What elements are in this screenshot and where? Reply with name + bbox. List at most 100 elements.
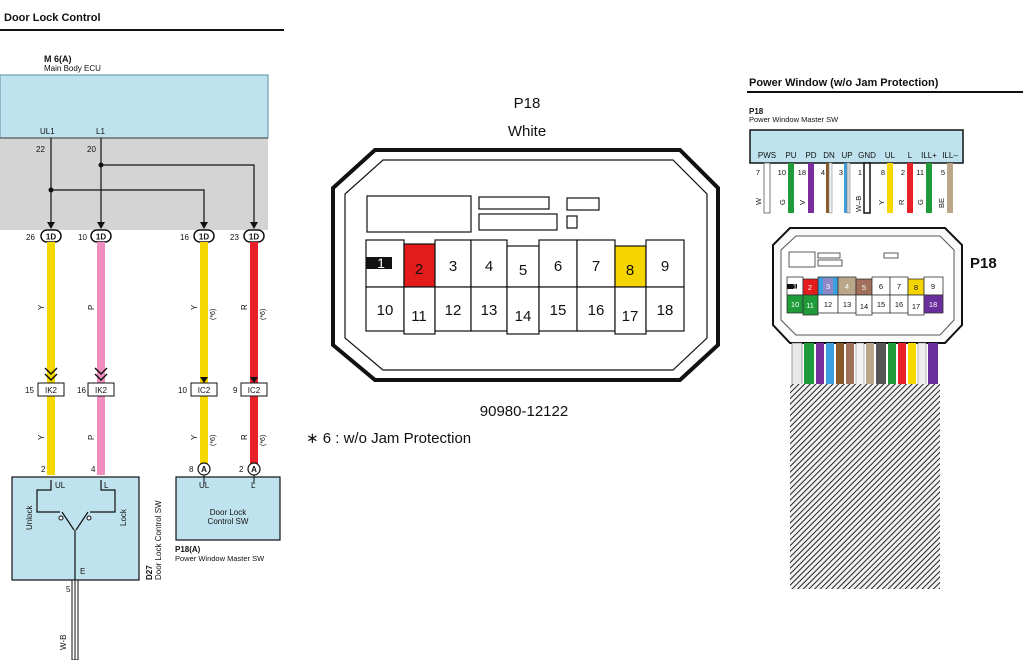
photo-pin-8: 8 (914, 283, 918, 292)
ground-wire-label: W-B (59, 635, 68, 650)
pw-pin-ul: UL (885, 151, 896, 160)
photo-pin-5: 5 (862, 283, 866, 292)
connector-name: P18 (514, 95, 541, 112)
svg-text:4: 4 (821, 168, 825, 177)
pw-wires (763, 162, 953, 214)
pw-name: Power Window Master SW (749, 115, 839, 124)
pw-pin-illp: ILL+ (921, 151, 937, 160)
svg-text:1: 1 (858, 168, 862, 177)
conn-ic2-num-9: 9 (233, 386, 238, 395)
conn-ik2-num-16: 16 (77, 386, 86, 395)
p18a-pin-ul: UL (199, 481, 210, 490)
wire-label-y-3: Y (37, 434, 46, 440)
svg-text:2: 2 (901, 168, 905, 177)
ecu-internal-wiring (50, 138, 255, 228)
pw-wire-colors: W G V W–B Y R G BE (754, 196, 946, 212)
jam-protection-note: ∗ 6 : w/o Jam Protection (306, 430, 471, 447)
pin-9: 9 (661, 258, 669, 275)
photo-pin-3: 3 (826, 282, 830, 291)
ecu-pin-num-20: 20 (87, 145, 96, 154)
svg-text:Y: Y (877, 200, 886, 205)
p18a-pins: A A 8 2 (189, 462, 261, 476)
pw-code: P18 (749, 107, 764, 116)
p18a-inner-line-2: Control SW (208, 517, 249, 526)
photo-pin-16: 16 (895, 300, 903, 309)
photo-pin-13: 13 (843, 300, 851, 309)
connector-color: White (508, 123, 546, 140)
svg-text:V: V (798, 200, 807, 205)
pw-pin-pd: PD (805, 151, 816, 160)
pw-pin-illm: ILL– (942, 151, 958, 160)
conn-1d-num-23: 23 (230, 233, 239, 242)
pin-13: 13 (481, 302, 498, 319)
p18a-pin-l: L (251, 481, 256, 490)
photo-connector-label: P18 (970, 255, 997, 272)
conn-ik2-b: IK2 (95, 386, 108, 395)
pin-8: 8 (626, 262, 634, 279)
door-lock-control-sw-box (11, 476, 140, 581)
conn-ic2-num-10: 10 (178, 386, 187, 395)
photo-pin-1: 1 (793, 282, 797, 291)
a-pin-num-8: 8 (189, 465, 194, 474)
conn-1d-num-10: 10 (78, 233, 87, 242)
wire-label-p-1: P (87, 305, 96, 310)
d27-pin-4: 4 (91, 465, 96, 474)
pin-15: 15 (550, 302, 567, 319)
pw-master-sw-box (749, 129, 964, 164)
photo-pin-14: 14 (860, 302, 868, 311)
ecu-pin-name-l1: L1 (96, 127, 105, 136)
wire-label-r-1: R (240, 304, 249, 310)
d27-pin-2: 2 (41, 465, 46, 474)
svg-text:R: R (897, 199, 906, 205)
colored-wires (47, 242, 258, 475)
d27-name: Door Lock Control SW (154, 500, 163, 580)
wire-label-p-2: P (87, 435, 96, 440)
wire-note-1: (*6) (210, 309, 217, 320)
photo-pin-17: 17 (912, 302, 920, 311)
d27-e-label: E (80, 567, 85, 576)
photo-pin-9: 9 (931, 282, 935, 291)
svg-text:G: G (778, 199, 787, 205)
svg-text:7: 7 (756, 168, 760, 177)
pw-pin-pu: PU (785, 151, 796, 160)
d27-e-pin: 5 (66, 585, 71, 594)
d27-lock-label: Lock (119, 508, 128, 526)
svg-text:W–B: W–B (854, 196, 863, 212)
pw-pin-gnd: GND (858, 151, 876, 160)
svg-text:18: 18 (798, 168, 806, 177)
door-lock-control-panel: Door Lock Control M 6(A) Main Body ECU U… (0, 12, 284, 660)
photo-pin-15: 15 (877, 300, 885, 309)
a-pin-label-1: A (201, 465, 207, 474)
conn-ik2-num-15: 15 (25, 386, 34, 395)
pin-5: 5 (519, 262, 527, 279)
p18a-name: Power Window Master SW (175, 554, 265, 563)
wire-label-y-4: Y (190, 434, 199, 440)
power-window-title: Power Window (w/o Jam Protection) (749, 77, 939, 89)
wire-note-3: (*6) (210, 435, 217, 446)
pw-pin-numbers: 7 10 18 4 3 1 8 2 11 5 (756, 168, 945, 177)
pw-pin-dn: DN (823, 151, 835, 160)
wire-labels-low: Y P Y (*6) R (*6) (37, 434, 267, 446)
ecu-internal-shade (0, 138, 268, 230)
photo-pin-12: 12 (824, 300, 832, 309)
d27-code: D27 (145, 565, 154, 580)
pw-pin-names: PWS PU PD DN UP GND UL L ILL+ ILL– (758, 151, 958, 160)
pin-3: 3 (449, 258, 457, 275)
pin-2-cell (403, 243, 436, 288)
a-pin-label-2: A (251, 465, 257, 474)
connector-1d-row: 1D 1D 1D 1D 26 10 16 23 (26, 229, 265, 243)
pin-10: 10 (377, 302, 394, 319)
svg-text:3: 3 (839, 168, 843, 177)
d27-pin-l: L (104, 481, 109, 490)
photo-pin-10: 10 (791, 300, 799, 309)
power-window-panel: Power Window (w/o Jam Protection) P18 Po… (747, 77, 1023, 589)
wire-labels-mid: Y P Y (*6) R (*6) (37, 304, 267, 320)
ecu-code: M 6(A) (44, 54, 72, 64)
pin-6: 6 (554, 258, 562, 275)
pw-pin-l: L (908, 151, 913, 160)
photo-pin-4: 4 (845, 282, 849, 291)
door-lock-control-title: Door Lock Control (4, 12, 101, 24)
part-number: 90980-12122 (480, 403, 568, 420)
main-body-ecu-box (0, 74, 269, 139)
